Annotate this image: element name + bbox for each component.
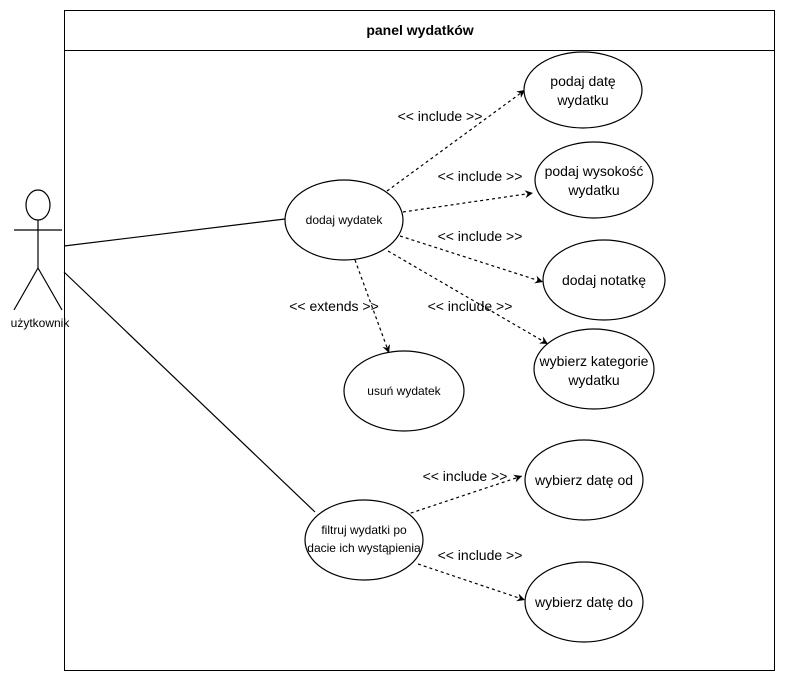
- actor-label: użytkownik: [11, 316, 71, 330]
- system-title: panel wydatków: [366, 22, 473, 38]
- actor-head: [25, 189, 51, 221]
- include-label-date-to: << include >>: [438, 547, 523, 563]
- use-case-filter-expenses-line1: filtruj wydatki po: [321, 523, 407, 537]
- include-arrow-date-from: [404, 474, 523, 516]
- use-case-add-note-label: dodaj notatkę: [562, 272, 646, 288]
- use-case-add-expense-label: dodaj wydatek: [306, 213, 384, 227]
- include-arrow-give-amount: [402, 190, 534, 213]
- include-label-add-note: << include >>: [438, 228, 523, 244]
- use-case-filter-expenses: filtruj wydatki po dacie ich wystąpienia: [304, 499, 424, 581]
- use-case-date-from-label: wybierz datę od: [534, 472, 633, 488]
- include-arrow-choose-category: [387, 250, 549, 345]
- system-boundary: [64, 10, 775, 671]
- use-case-choose-category: wybierz kategorie wydatku: [533, 328, 655, 410]
- use-case-date-from: wybierz datę od: [524, 439, 644, 521]
- use-case-give-date-line2: wydatku: [556, 92, 608, 108]
- use-case-date-to-label: wybierz datę do: [534, 594, 633, 610]
- use-case-filter-expenses-line2: dacie ich wystąpienia: [307, 541, 421, 555]
- include-label-choose-category: << include >>: [428, 298, 513, 314]
- use-case-delete-expense-label: usuń wydatek: [367, 384, 441, 398]
- association-filter-expenses: [63, 271, 316, 513]
- include-arrow-give-date: [386, 89, 526, 192]
- use-case-give-amount-line1: podaj wysokość: [545, 163, 644, 179]
- use-case-give-amount-line2: wydatku: [567, 182, 619, 198]
- include-label-date-from: << include >>: [423, 468, 508, 484]
- actor-left-leg: [13, 267, 39, 311]
- include-label-give-amount: << include >>: [438, 168, 523, 184]
- association-add-expense: [63, 218, 286, 247]
- use-case-give-amount: podaj wysokość wydatku: [534, 141, 654, 219]
- extends-label-delete-expense: << extends >>: [289, 298, 379, 314]
- use-case-choose-category-line2: wydatku: [567, 372, 619, 388]
- use-case-give-date-line1: podaj datę: [550, 73, 616, 89]
- actor-user: użytkownik: [11, 189, 71, 330]
- use-case-date-to: wybierz datę do: [524, 561, 644, 643]
- use-case-choose-category-line1: wybierz kategorie: [539, 353, 649, 369]
- use-case-add-note: dodaj notatkę: [542, 239, 666, 321]
- use-case-delete-expense: usuń wydatek: [343, 350, 465, 432]
- actor-right-leg: [37, 267, 63, 311]
- include-arrow-add-note: [399, 235, 544, 284]
- extends-arrow-delete-expense: [354, 259, 391, 354]
- use-case-add-expense: dodaj wydatek: [284, 179, 404, 261]
- include-label-give-date: << include >>: [398, 108, 483, 124]
- use-case-give-date: podaj datę wydatku: [523, 51, 643, 129]
- include-arrow-date-to: [417, 563, 526, 602]
